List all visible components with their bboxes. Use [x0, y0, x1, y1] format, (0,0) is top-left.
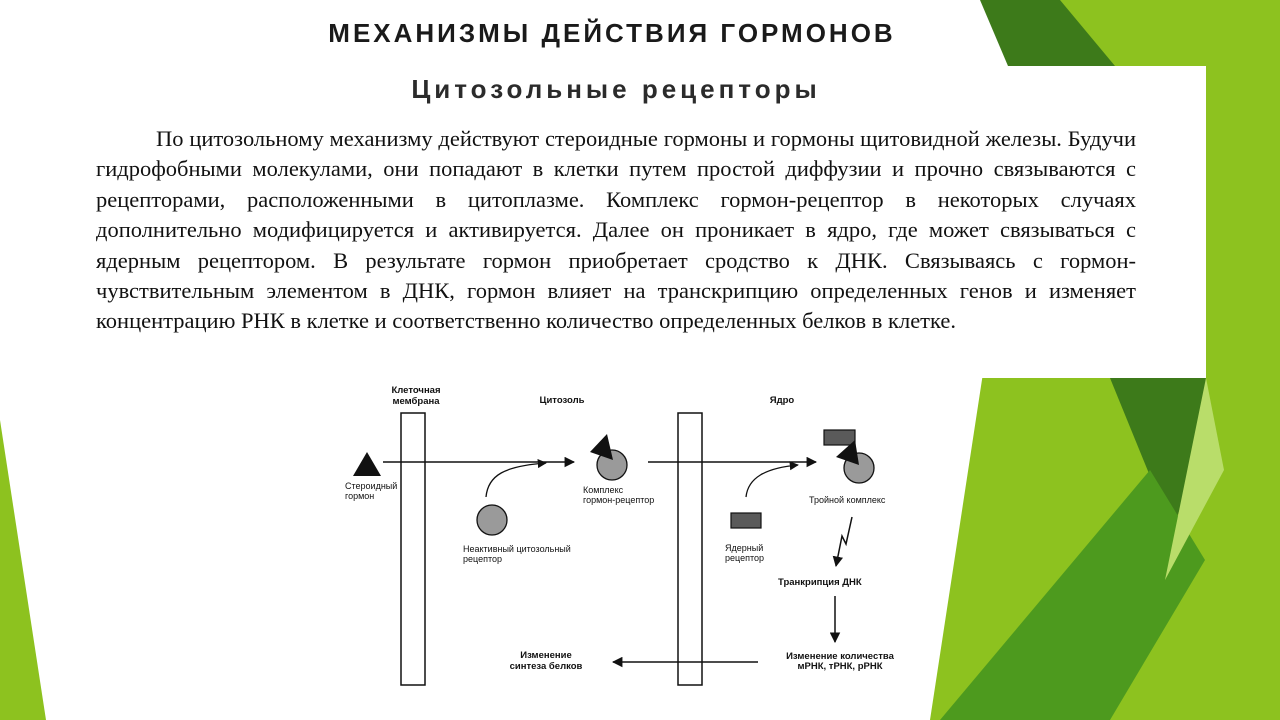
protein-label-line2: синтеза белков	[510, 661, 583, 672]
arrow-receptor-binding	[485, 459, 547, 498]
steroid-hormone-triangle	[353, 452, 381, 476]
transcription-label: Транкрипция ДНК	[778, 577, 862, 588]
cell-membrane	[400, 412, 426, 686]
inactive-label-line1: Неактивный цитозольный	[463, 544, 571, 554]
protein-label-line1: Изменение	[520, 650, 572, 661]
slide-title: МЕХАНИЗМЫ ДЕЙСТВИЯ ГОРМОНОВ	[328, 18, 896, 48]
nuclear-receptor	[730, 512, 762, 529]
steroid-label-line1: Стероидный	[345, 481, 397, 491]
arrow-zigzag-transcription	[832, 516, 853, 568]
right-mid-green-wedge	[940, 470, 1205, 720]
right-dark-green-strip	[1110, 378, 1206, 530]
right-pale-green-wedge	[1165, 378, 1224, 580]
triple-nuclear-receptor	[823, 429, 856, 446]
nuclear-label-line2: рецептор	[725, 553, 764, 563]
complex-label-line1: Комплекс	[583, 485, 624, 495]
content-panel	[96, 66, 1206, 378]
header-membrane-line2: мембрана	[392, 396, 440, 407]
triple-hormone-triangle	[836, 440, 859, 465]
inactive-label-line2: рецептор	[463, 554, 502, 564]
arrow-nuclear-binding	[745, 461, 799, 498]
right-dark-green-shape	[980, 0, 1115, 66]
hormone-mechanism-diagram: Клеточная мембрана Цитозоль Ядро Стероид…	[345, 385, 895, 686]
header-nucleus: Ядро	[770, 395, 795, 406]
nuclear-label-line1: Ядерный	[725, 543, 763, 553]
rna-label-line1: Изменение количества	[786, 651, 895, 662]
header-membrane-line1: Клеточная	[391, 385, 440, 396]
complex-hormone-triangle	[590, 434, 613, 460]
steroid-label-line2: гормон	[345, 491, 374, 501]
rna-label-line2: мРНК, тРНК, рРНК	[797, 661, 882, 672]
left-green-triangle	[0, 420, 46, 720]
complex-label-line2: гормон-рецептор	[583, 495, 654, 505]
hormone-receptor-complex	[596, 449, 628, 481]
body-paragraph: По цитозольному механизму действуют стер…	[96, 126, 1136, 334]
triple-label: Тройной комплекс	[809, 495, 886, 505]
slide-subtitle: Цитозольные рецепторы	[411, 74, 821, 104]
header-cytosol: Цитозоль	[540, 395, 585, 406]
inactive-cytosolic-receptor	[476, 504, 508, 536]
nuclear-membrane	[677, 412, 703, 686]
